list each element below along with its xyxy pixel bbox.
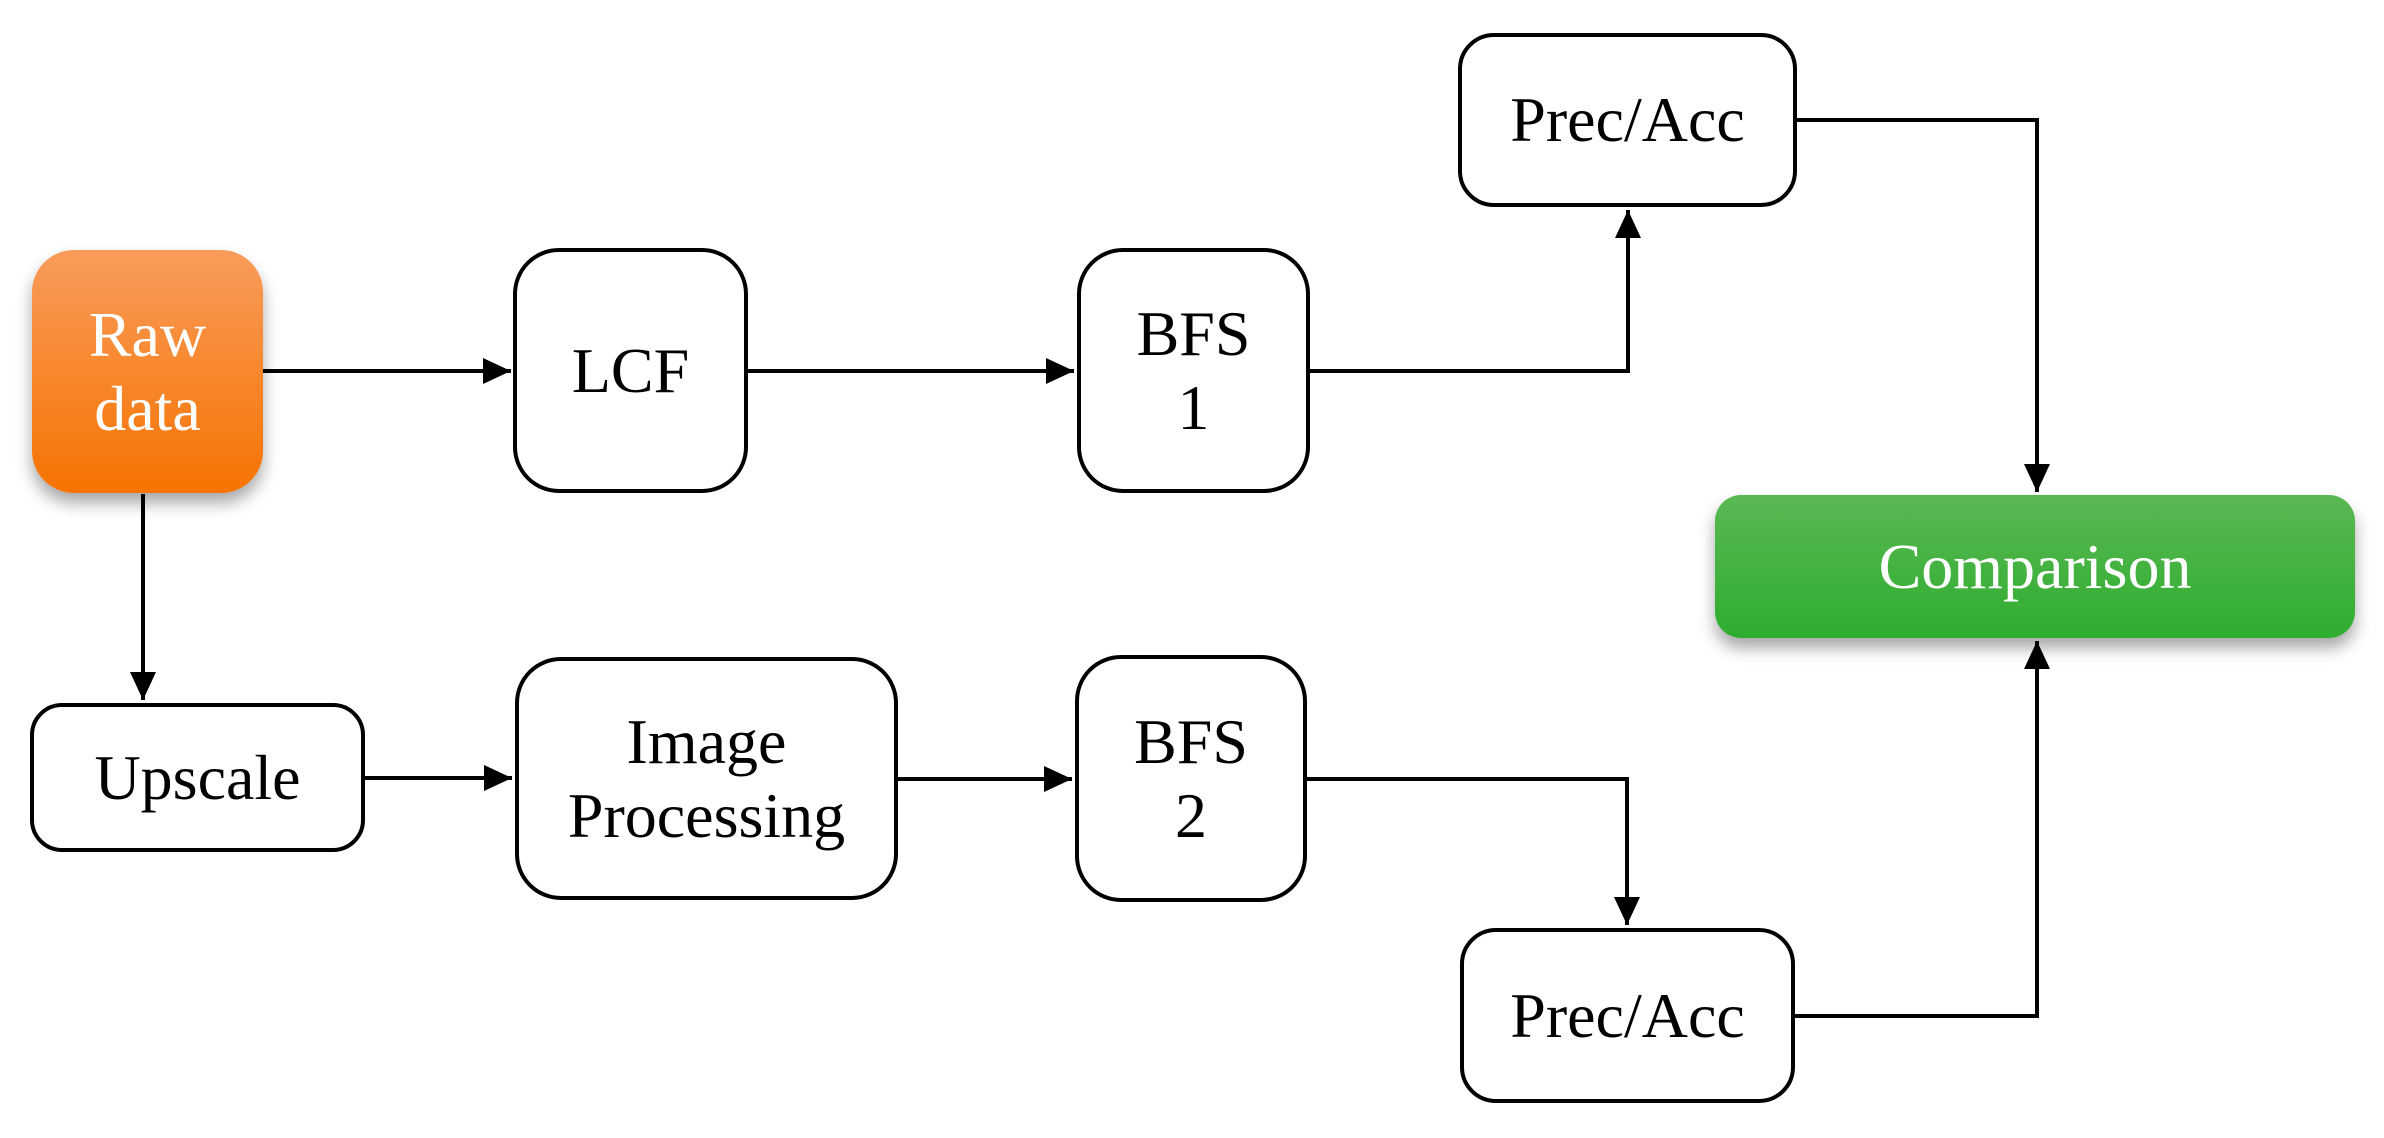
arrow-bfs2-to-prec-acc-bottom (1307, 777, 1640, 925)
node-label: LCF (571, 334, 690, 406)
node-label: BFS (1134, 705, 1248, 777)
node-lcf: LCF (513, 248, 748, 493)
node-bfs-1: BFS 1 (1077, 248, 1310, 493)
node-label: data (94, 372, 201, 444)
node-prec-acc-bottom: Prec/Acc (1460, 928, 1795, 1103)
node-label: Raw (88, 298, 207, 370)
node-label: Comparison (1878, 530, 2192, 602)
node-label: Upscale (94, 741, 301, 813)
node-upscale: Upscale (30, 703, 365, 852)
node-raw-data: Raw data (32, 250, 263, 493)
arrow-prec-acc-bottom-to-comparison (1795, 641, 2050, 1018)
node-label: 1 (1177, 371, 1210, 443)
arrow-bfs1-to-prec-acc-top (1310, 210, 1641, 373)
node-label: BFS (1136, 297, 1251, 369)
node-bfs-2: BFS 2 (1075, 655, 1307, 902)
node-label: Prec/Acc (1510, 84, 1745, 156)
node-image-processing: Image Processing (515, 657, 898, 900)
node-label: Image (626, 705, 787, 777)
node-prec-acc-top: Prec/Acc (1458, 33, 1797, 207)
node-label: Prec/Acc (1510, 979, 1745, 1051)
node-comparison: Comparison (1715, 495, 2355, 638)
node-label: 2 (1175, 779, 1207, 851)
node-label: Processing (567, 779, 846, 851)
arrow-prec-acc-top-to-comparison (1797, 118, 2050, 492)
